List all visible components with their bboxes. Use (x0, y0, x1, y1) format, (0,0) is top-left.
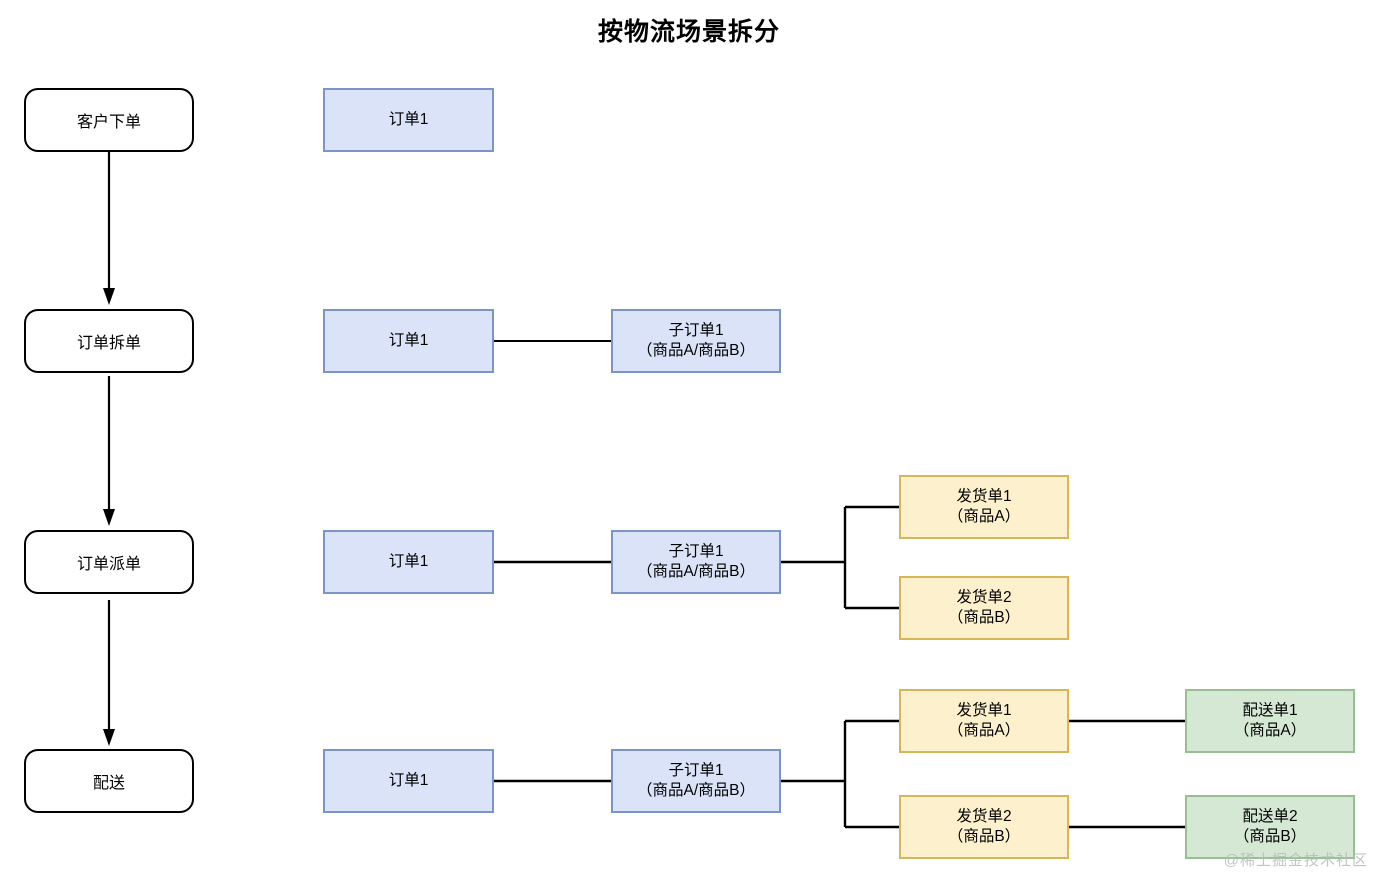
page-title: 按物流场景拆分 (597, 18, 780, 46)
node-line1: 子订单1 (668, 542, 724, 560)
node-line1: 订单1 (388, 110, 429, 128)
node-line1: 配送单2 (1242, 807, 1298, 825)
suborder-node-row2[interactable]: 子订单1 （商品A/商品B） (611, 309, 781, 373)
stage-node-order-split[interactable]: 订单拆单 (24, 309, 194, 373)
node-line1: 子订单1 (668, 761, 724, 779)
shipment-node-row3-2[interactable]: 发货单2 （商品B） (899, 576, 1069, 640)
suborder-node-row4[interactable]: 子订单1 （商品A/商品B） (611, 749, 781, 813)
node-line1: 发货单2 (956, 807, 1012, 825)
node-line1: 配送单1 (1242, 701, 1298, 719)
watermark: @稀土掘金技术社区 (1223, 852, 1368, 869)
node-line1: 订单1 (388, 331, 429, 349)
node-line1: 订单1 (388, 552, 429, 570)
stage-label: 订单拆单 (76, 335, 141, 352)
node-line1: 发货单1 (956, 701, 1012, 719)
stage-node-customer-order[interactable]: 客户下单 (24, 88, 194, 152)
node-line2: （商品B） (947, 609, 1021, 626)
node-line2: （商品B） (947, 828, 1021, 845)
node-line2: （商品A/商品B） (637, 563, 755, 580)
order-node-row3[interactable]: 订单1 (323, 530, 494, 594)
order-node-row1[interactable]: 订单1 (323, 88, 494, 152)
stage-label: 客户下单 (76, 114, 141, 131)
suborder-node-row3[interactable]: 子订单1 （商品A/商品B） (611, 530, 781, 594)
order-node-row4[interactable]: 订单1 (323, 749, 494, 813)
stage-node-delivery[interactable]: 配送 (24, 749, 194, 813)
shipment-node-row4-1[interactable]: 发货单1 （商品A） (899, 689, 1069, 753)
node-line2: （商品B） (1233, 828, 1307, 845)
delivery-node-row4-1[interactable]: 配送单1 （商品A） (1185, 689, 1355, 753)
node-line2: （商品A/商品B） (637, 782, 755, 799)
shipment-node-row4-2[interactable]: 发货单2 （商品B） (899, 795, 1069, 859)
node-line2: （商品A） (1233, 722, 1307, 739)
node-line1: 订单1 (388, 771, 429, 789)
node-line2: （商品A/商品B） (637, 342, 755, 359)
stage-label: 配送 (92, 775, 125, 792)
node-line1: 发货单2 (956, 588, 1012, 606)
node-line1: 子订单1 (668, 321, 724, 339)
node-line2: （商品A） (947, 508, 1021, 525)
node-line1: 发货单1 (956, 487, 1012, 505)
order-node-row2[interactable]: 订单1 (323, 309, 494, 373)
stage-node-order-dispatch[interactable]: 订单派单 (24, 530, 194, 594)
stage-label: 订单派单 (76, 556, 141, 573)
node-line2: （商品A） (947, 722, 1021, 739)
shipment-node-row3-1[interactable]: 发货单1 （商品A） (899, 475, 1069, 539)
delivery-node-row4-2[interactable]: 配送单2 （商品B） (1185, 795, 1355, 859)
